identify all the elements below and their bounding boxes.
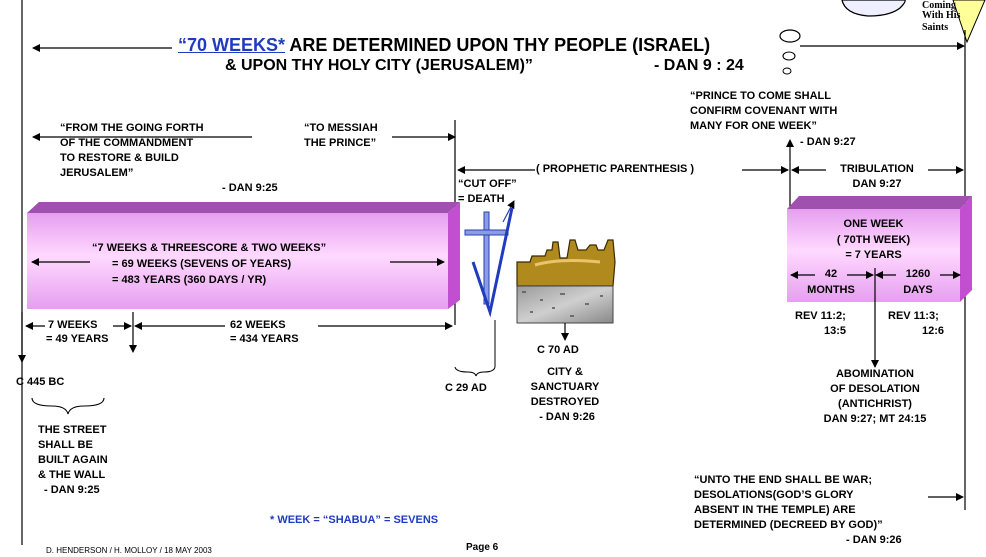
- end-war-reference: - DAN 9:26: [846, 534, 902, 546]
- right-box-line-2: ( 70TH WEEK): [836, 234, 911, 246]
- tribulation-reference: DAN 9:27: [852, 178, 902, 190]
- street-line-4: & THE WALL: [38, 469, 106, 481]
- date-70-ad: C 70 AD: [537, 344, 579, 356]
- messiah-line-2: THE PRINCE”: [304, 137, 377, 149]
- city-line-2: SANCTUARY: [530, 381, 600, 393]
- prince-reference: - DAN 9:27: [800, 136, 856, 148]
- street-line-2: SHALL BE: [38, 439, 93, 451]
- seventieth-week-box: [787, 196, 972, 302]
- prince-line-3: MANY FOR ONE WEEK”: [690, 120, 817, 132]
- left-box-line-3: = 483 YEARS (360 DAYS / YR): [112, 274, 267, 286]
- light-beam: [952, 0, 986, 44]
- end-war-line-2: DESOLATIONS(GOD’S GLORY: [694, 489, 854, 501]
- ruined-city-icon: [516, 239, 616, 324]
- with-his-label: With His: [922, 10, 961, 21]
- week-footnote: * WEEK = “SHABUA” = SEVENS: [270, 514, 439, 526]
- end-war-line-4: DETERMINED (DECREED BY GOD)”: [694, 519, 883, 531]
- messiah-line-1: “TO MESSIAH: [304, 122, 378, 134]
- date-445-bc: C 445 BC: [16, 376, 65, 388]
- brace-icon: [31, 397, 105, 415]
- left-box-line-2: = 69 WEEKS (SEVENS OF YEARS): [112, 258, 292, 270]
- forty-nine-years-label: = 49 YEARS: [46, 333, 109, 345]
- right-box-line-3: = 7 YEARS: [845, 249, 902, 261]
- end-war-line-1: “UNTO THE END SHALL BE WAR;: [694, 474, 873, 486]
- prince-line-2: CONFIRM COVENANT WITH: [690, 105, 838, 117]
- cut-off-check-icon: [471, 207, 514, 318]
- commandment-line-1: “FROM THE GOING FORTH: [60, 122, 204, 134]
- rev-right-line-1: REV 11:3;: [888, 310, 939, 322]
- days-label: DAYS: [903, 284, 933, 296]
- days-number: 1260: [905, 268, 931, 280]
- street-line-3: BUILT AGAIN: [38, 454, 108, 466]
- commandment-line-3: TO RESTORE & BUILD: [60, 152, 179, 164]
- seventy-weeks-link: “70 WEEKS*: [178, 35, 286, 55]
- rev-left-line-1: REV 11:2;: [795, 310, 846, 322]
- tribulation-label: TRIBULATION: [840, 163, 914, 175]
- coming-label: Coming: [922, 0, 956, 11]
- title-reference: - DAN 9 : 24: [654, 57, 744, 74]
- rev-right-line-2: 12:6: [922, 325, 945, 337]
- commandment-reference: - DAN 9:25: [222, 182, 278, 194]
- rev-left-line-2: 13:5: [824, 325, 847, 337]
- street-reference: - DAN 9:25: [44, 484, 100, 496]
- date-29-ad: C 29 AD: [445, 382, 487, 394]
- prophetic-parenthesis-label: ( PROPHETIC PARENTHESIS ): [536, 163, 695, 175]
- city-reference: - DAN 9:26: [539, 411, 595, 423]
- street-line-1: THE STREET: [38, 424, 107, 436]
- commandment-line-4: JERUSALEM”: [60, 167, 134, 179]
- sixty-two-weeks-label: 62 WEEKS: [230, 319, 286, 331]
- seven-weeks-label: 7 WEEKS: [48, 319, 98, 331]
- end-war-line-3: ABSENT IN THE TEMPLE) ARE: [694, 504, 856, 516]
- cut-off-label: “CUT OFF”: [458, 178, 517, 190]
- thought-bubble: [779, 0, 906, 75]
- sixty-nine-weeks-box: [27, 202, 460, 309]
- four-thirty-four-years-label: = 434 YEARS: [230, 333, 299, 345]
- commandment-line-2: OF THE COMMANDMENT: [60, 137, 194, 149]
- page-title: “70 WEEKS* ARE DETERMINED UPON THY PEOPL…: [178, 35, 710, 55]
- months-label: MONTHS: [807, 284, 855, 296]
- city-line-1: CITY &: [547, 366, 583, 378]
- title-rest: ARE DETERMINED UPON THY PEOPLE (ISRAEL): [285, 35, 711, 55]
- saints-label: Saints: [922, 22, 949, 33]
- abomination-line-2: OF DESOLATION: [830, 383, 920, 395]
- city-line-3: DESTROYED: [530, 396, 600, 408]
- right-box-line-1: ONE WEEK: [843, 218, 904, 230]
- left-box-line-1: “7 WEEKS & THREESCORE & TWO WEEKS”: [92, 242, 327, 254]
- title-line-2: & UPON THY HOLY CITY (JERUSALEM)”: [225, 57, 533, 74]
- abomination-line-4: DAN 9:27; MT 24:15: [823, 413, 927, 425]
- prince-line-1: “PRINCE TO COME SHALL: [690, 90, 831, 102]
- abomination-line-3: (ANTICHRIST): [838, 398, 912, 410]
- abomination-line-1: ABOMINATION: [835, 368, 914, 380]
- page-number: Page 6: [466, 542, 499, 553]
- death-label: = DEATH: [458, 193, 505, 205]
- months-number: 42: [824, 268, 838, 280]
